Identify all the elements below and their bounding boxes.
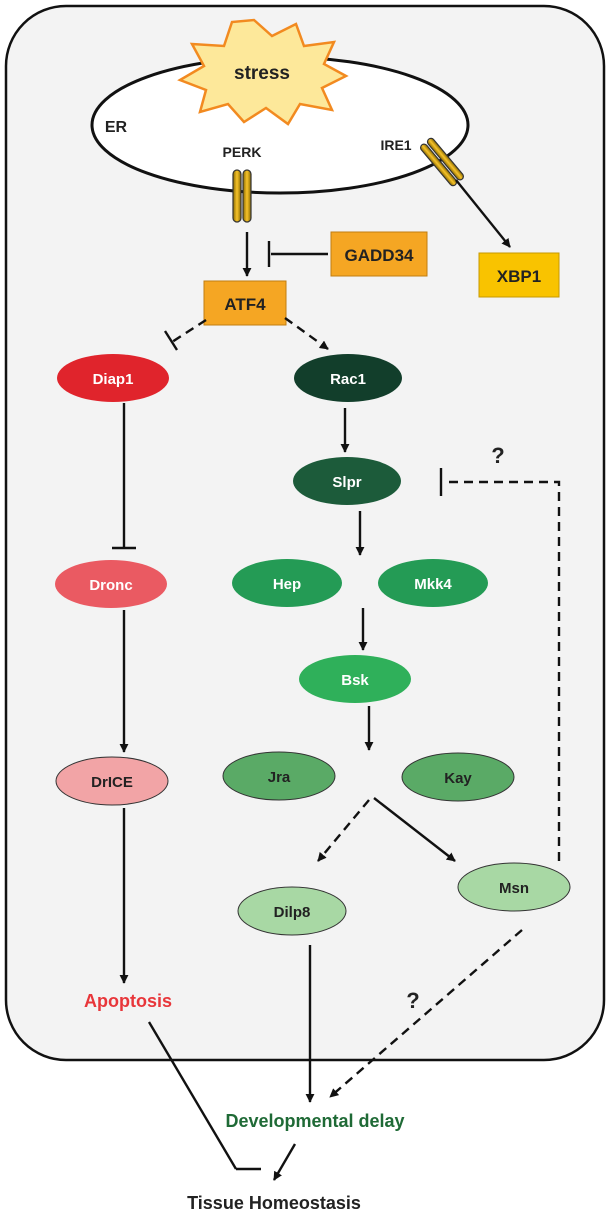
- arrow-atf4-rac1: [284, 317, 329, 350]
- mkk4-node: [378, 559, 488, 607]
- drice-node: [55, 756, 169, 806]
- rac1-node: [294, 354, 402, 402]
- arrow-msn-delay: [329, 929, 523, 1098]
- dronc-node: [55, 560, 167, 608]
- diap1-node: [57, 354, 169, 402]
- ire1-label: IRE1: [380, 137, 411, 153]
- xbp1-label: XBP1: [497, 267, 541, 286]
- kay-label: Kay: [444, 770, 472, 787]
- arrow-ire1-xbp1: [455, 179, 511, 248]
- hep-label: Hep: [273, 576, 301, 593]
- hep-node: [232, 559, 342, 607]
- developmental-delay-label: Developmental delay: [225, 1111, 404, 1131]
- stress-burst: [177, 18, 349, 126]
- jra-node: [222, 751, 336, 801]
- bsk-label: Bsk: [341, 672, 369, 689]
- dilp8-node: [237, 886, 347, 936]
- connectors: [112, 179, 561, 1181]
- inhibit-atf4-diap1: [171, 318, 207, 344]
- arrow-ap1-dilp8: [317, 799, 370, 862]
- er-label: ER: [105, 119, 128, 136]
- rac1-label: Rac1: [330, 371, 366, 388]
- ire1-receptor-icon: [419, 137, 465, 187]
- tissue-homeostasis-label: Tissue Homeostasis: [187, 1193, 361, 1213]
- gadd34-box: [330, 231, 428, 277]
- gadd34-label: GADD34: [345, 246, 415, 265]
- stress-label: stress: [234, 63, 290, 84]
- question-mark-slpr: ?: [491, 443, 504, 468]
- atf4-label: ATF4: [224, 295, 266, 314]
- msn-label: Msn: [499, 880, 529, 897]
- inhibit-apoptosis-homeostasis: [147, 1021, 238, 1170]
- perk-label: PERK: [223, 144, 262, 160]
- dilp8-label: Dilp8: [274, 904, 311, 921]
- arrow-ap1-msn: [373, 797, 456, 862]
- xbp1-box: [478, 252, 560, 298]
- dronc-label: Dronc: [89, 577, 132, 594]
- question-mark-delay: ?: [406, 988, 419, 1013]
- atf4-box: [203, 280, 287, 326]
- apoptosis-label: Apoptosis: [84, 991, 172, 1011]
- drice-label: DrICE: [91, 774, 133, 791]
- perk-receptor-icon: [232, 169, 252, 223]
- kay-node: [401, 752, 515, 802]
- arrow-delay-homeostasis: [272, 1143, 297, 1181]
- jra-label: Jra: [268, 769, 291, 786]
- inhibit-atf4-diap1-bar: [163, 330, 179, 351]
- bsk-node: [299, 655, 411, 703]
- feedback-msn-slpr: [446, 480, 561, 861]
- slpr-node: [293, 457, 401, 505]
- diap1-label: Diap1: [93, 371, 134, 388]
- msn-node: [457, 862, 571, 912]
- slpr-label: Slpr: [332, 474, 361, 491]
- mkk4-label: Mkk4: [414, 576, 452, 593]
